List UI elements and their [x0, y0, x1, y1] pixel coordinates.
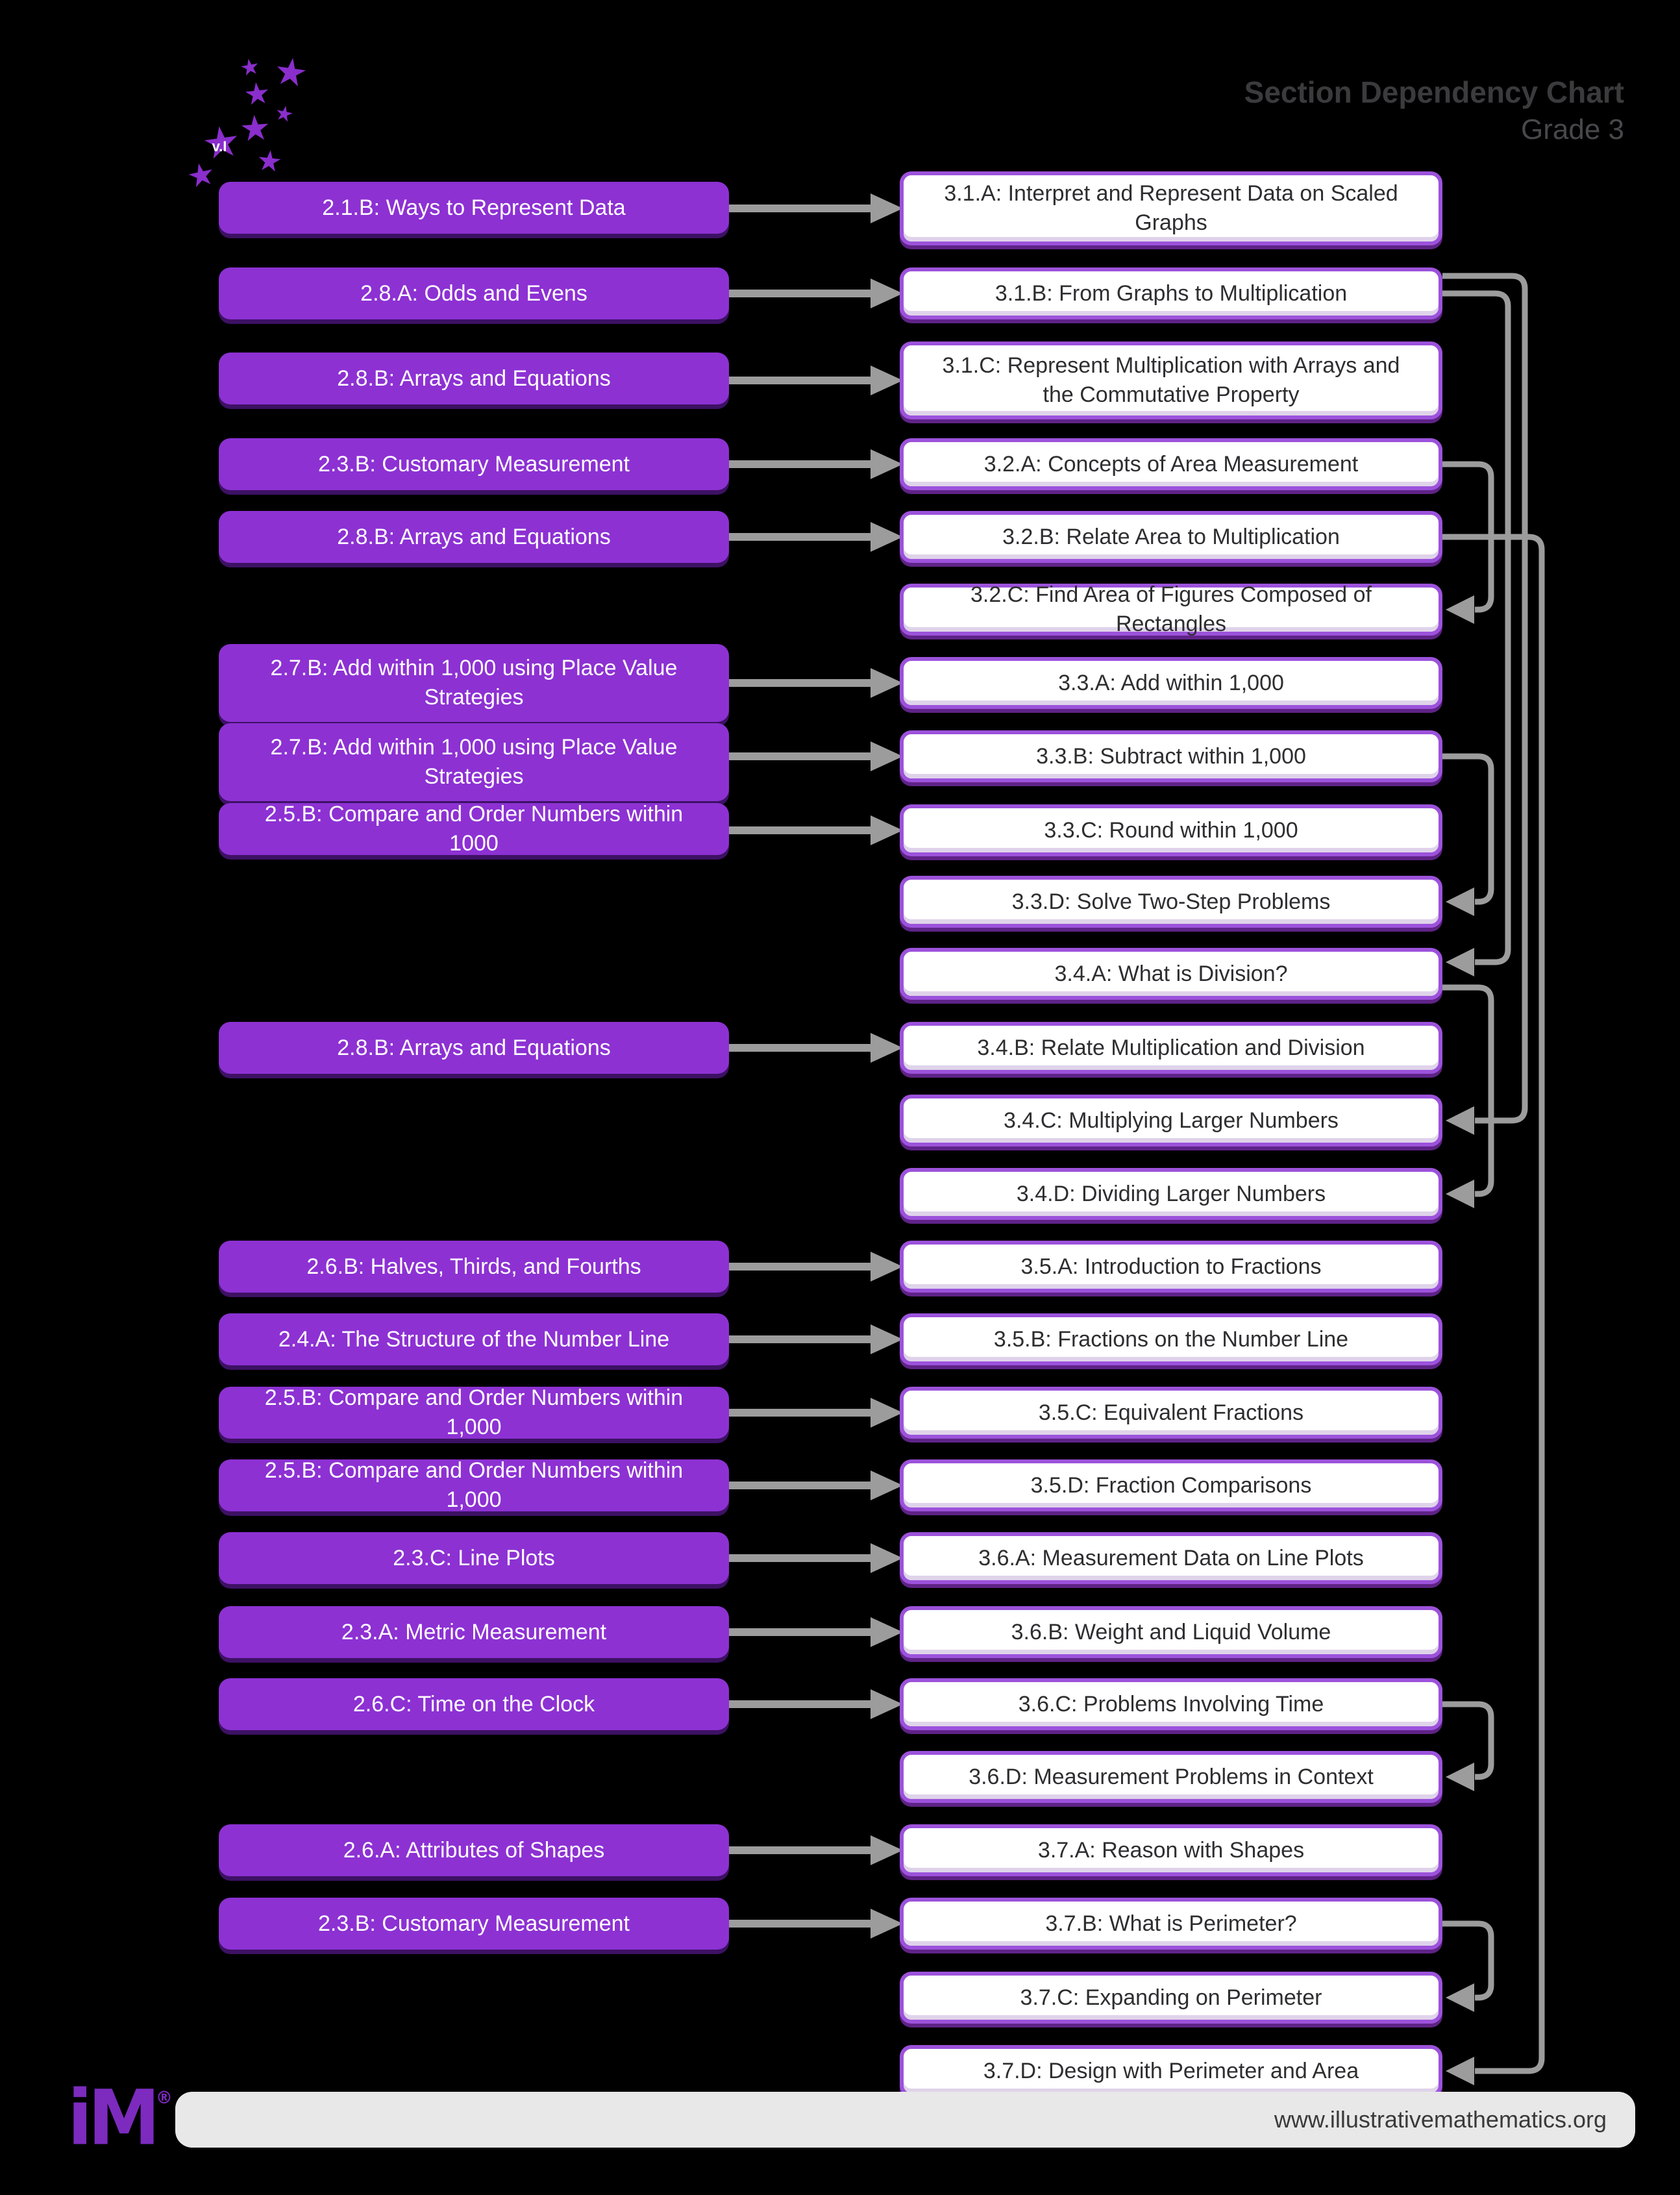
arrowhead-icon	[871, 279, 903, 308]
arrowhead-icon	[871, 193, 903, 223]
section-box-2.1.b: 2.1.B: Ways to Represent Data	[219, 182, 729, 234]
im-logo: iM®	[68, 2081, 173, 2156]
section-box-3.7.c: 3.7.C: Expanding on Perimeter	[900, 1972, 1442, 2024]
section-box-3.6.a: 3.6.A: Measurement Data on Line Plots	[900, 1532, 1442, 1584]
section-box-2.8.a: 2.8.A: Odds and Evens	[219, 267, 729, 319]
section-box-3.2.c: 3.2.C: Find Area of Figures Composed of …	[900, 582, 1442, 636]
connector-line	[1442, 461, 1494, 613]
section-box-2.8.b: 2.8.B: Arrays and Equations	[219, 511, 729, 563]
section-box-3.5.c: 3.5.C: Equivalent Fractions	[900, 1387, 1442, 1439]
section-box-2.4.a: 2.4.A: The Structure of the Number Line	[219, 1313, 729, 1365]
section-box-3.3.d: 3.3.D: Solve Two-Step Problems	[900, 876, 1442, 928]
section-box-2.6.b: 2.6.B: Halves, Thirds, and Fourths	[219, 1241, 729, 1293]
arrowhead-icon	[871, 668, 903, 698]
arrowhead-icon	[1446, 948, 1474, 976]
arrowhead-icon	[871, 1033, 903, 1063]
section-box-3.4.b: 3.4.B: Relate Multiplication and Divisio…	[900, 1022, 1442, 1074]
im-logo-text: iM	[68, 2074, 160, 2163]
section-box-3.5.d: 3.5.D: Fraction Comparisons	[900, 1459, 1442, 1511]
section-box-3.6.d: 3.6.D: Measurement Problems in Context	[900, 1751, 1442, 1803]
section-box-2.6.c: 2.6.C: Time on the Clock	[219, 1678, 729, 1730]
section-box-3.4.a: 3.4.A: What is Division?	[900, 948, 1442, 1000]
footer-bar: www.illustrativemathematics.org	[175, 2092, 1635, 2148]
arrowhead-icon	[871, 1617, 903, 1647]
arrowhead-icon	[871, 1470, 903, 1500]
arrowhead-icon	[871, 1835, 903, 1865]
section-box-3.7.b: 3.7.B: What is Perimeter?	[900, 1898, 1442, 1950]
section-box-2.7.b: 2.7.B: Add within 1,000 using Place Valu…	[219, 644, 729, 722]
title-block: Section Dependency Chart Grade 3	[1244, 73, 1624, 148]
page-subtitle: Grade 3	[1521, 114, 1624, 145]
section-box-3.5.a: 3.5.A: Introduction to Fractions	[900, 1241, 1442, 1293]
section-box-3.4.d: 3.4.D: Dividing Larger Numbers	[900, 1168, 1442, 1220]
section-box-2.8.b: 2.8.B: Arrays and Equations	[219, 353, 729, 404]
arrowhead-icon	[871, 741, 903, 771]
section-box-2.8.b: 2.8.B: Arrays and Equations	[219, 1022, 729, 1074]
section-box-3.2.b: 3.2.B: Relate Area to Multiplication	[900, 511, 1442, 563]
arrowhead-icon	[1446, 1180, 1474, 1208]
star-icon: ★	[241, 75, 273, 112]
page-title: Section Dependency Chart	[1244, 75, 1624, 109]
connector-line	[1442, 290, 1511, 965]
connector-line	[1442, 984, 1494, 1197]
section-box-3.1.c: 3.1.C: Represent Multiplication with Arr…	[900, 341, 1442, 419]
section-box-2.7.b: 2.7.B: Add within 1,000 using Place Valu…	[219, 723, 729, 801]
section-box-2.5.b: 2.5.B: Compare and Order Numbers within …	[219, 1458, 729, 1512]
connector-line	[1442, 1701, 1494, 1780]
section-box-3.3.b: 3.3.B: Subtract within 1,000	[900, 730, 1442, 782]
registered-mark-icon: ®	[155, 2088, 173, 2109]
star-icon: ★	[273, 100, 296, 127]
section-box-2.5.b: 2.5.B: Compare and Order Numbers within …	[219, 1385, 729, 1439]
section-box-3.7.a: 3.7.A: Reason with Shapes	[900, 1824, 1442, 1876]
star-icon: ★	[271, 49, 311, 96]
arrowhead-icon	[871, 1398, 903, 1428]
arrowhead-icon	[1446, 1763, 1474, 1791]
arrowhead-icon	[871, 449, 903, 479]
section-box-2.3.b: 2.3.B: Customary Measurement	[219, 1898, 729, 1950]
section-box-2.3.a: 2.3.A: Metric Measurement	[219, 1606, 729, 1658]
section-box-3.3.a: 3.3.A: Add within 1,000	[900, 657, 1442, 709]
arrowhead-icon	[871, 1689, 903, 1719]
section-box-3.4.c: 3.4.C: Multiplying Larger Numbers	[900, 1095, 1442, 1147]
arrowhead-icon	[871, 1909, 903, 1939]
section-box-3.1.b: 3.1.B: From Graphs to Multiplication	[900, 267, 1442, 319]
arrowhead-icon	[871, 815, 903, 845]
star-icon: ★	[254, 144, 284, 179]
logo-version-text: v.I	[212, 138, 227, 155]
section-box-3.6.c: 3.6.C: Problems Involving Time	[900, 1678, 1442, 1730]
section-box-3.6.b: 3.6.B: Weight and Liquid Volume	[900, 1606, 1442, 1658]
section-box-3.7.d: 3.7.D: Design with Perimeter and Area	[900, 2045, 1442, 2097]
section-box-2.5.b: 2.5.B: Compare and Order Numbers within …	[219, 802, 729, 856]
connector-line	[1442, 534, 1545, 2074]
section-box-3.3.c: 3.3.C: Round within 1,000	[900, 804, 1442, 856]
section-box-3.5.b: 3.5.B: Fractions on the Number Line	[900, 1313, 1442, 1365]
arrowhead-icon	[871, 1324, 903, 1354]
connector-line	[1442, 753, 1494, 905]
arrowhead-icon	[1446, 887, 1474, 916]
arrowhead-icon	[1446, 1983, 1474, 2012]
section-box-2.3.c: 2.3.C: Line Plots	[219, 1532, 729, 1584]
arrowhead-icon	[871, 522, 903, 552]
arrowhead-icon	[871, 1252, 903, 1282]
arrowhead-icon	[871, 366, 903, 395]
footer-url: www.illustrativemathematics.org	[1274, 2106, 1607, 2133]
section-box-3.1.a: 3.1.A: Interpret and Represent Data on S…	[900, 171, 1442, 245]
arrowhead-icon	[1446, 2057, 1474, 2085]
connector-line	[1442, 1920, 1494, 2001]
arrowhead-icon	[1446, 595, 1474, 624]
section-box-2.6.a: 2.6.A: Attributes of Shapes	[219, 1824, 729, 1876]
star-icon: ★	[238, 108, 273, 149]
connector-line	[1442, 273, 1528, 1124]
section-box-3.2.a: 3.2.A: Concepts of Area Measurement	[900, 438, 1442, 490]
arrowhead-icon	[871, 1543, 903, 1573]
arrowhead-icon	[1446, 1106, 1474, 1135]
section-box-2.3.b: 2.3.B: Customary Measurement	[219, 438, 729, 490]
